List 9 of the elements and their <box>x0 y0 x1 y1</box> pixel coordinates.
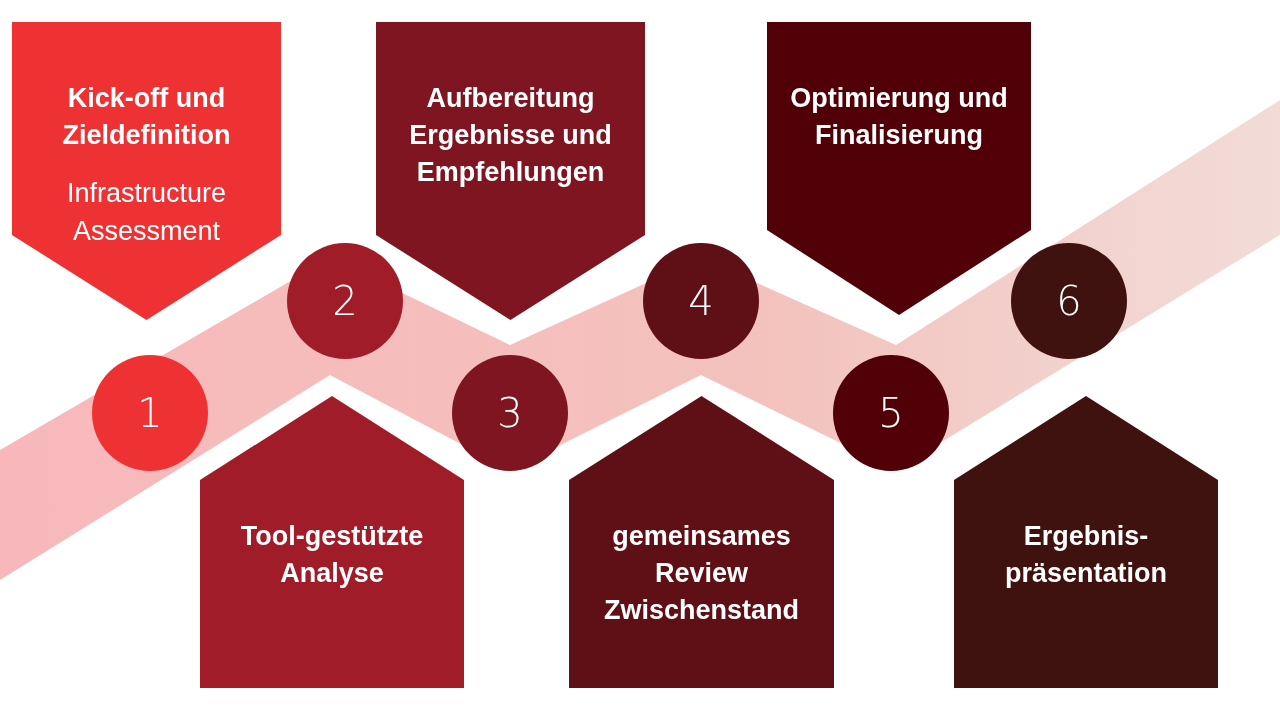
step-title: Ergebnis-präsentation <box>1004 520 1168 590</box>
step-description: Infrastructure Assessment <box>65 177 228 248</box>
step-number-circle: 2 <box>287 243 403 359</box>
step-title: Aufbereitung Ergebnisse und Empfehlungen <box>408 82 613 189</box>
step-title: gemeinsames Review Zwischenstand <box>602 520 800 627</box>
step-title: Kick-off und Zieldefinition <box>61 82 232 152</box>
step-title: Optimierung und Finalisierung <box>789 82 1009 152</box>
step-number-circle: 4 <box>643 243 759 359</box>
step-title: Tool-gestützte Analyse <box>239 520 425 590</box>
